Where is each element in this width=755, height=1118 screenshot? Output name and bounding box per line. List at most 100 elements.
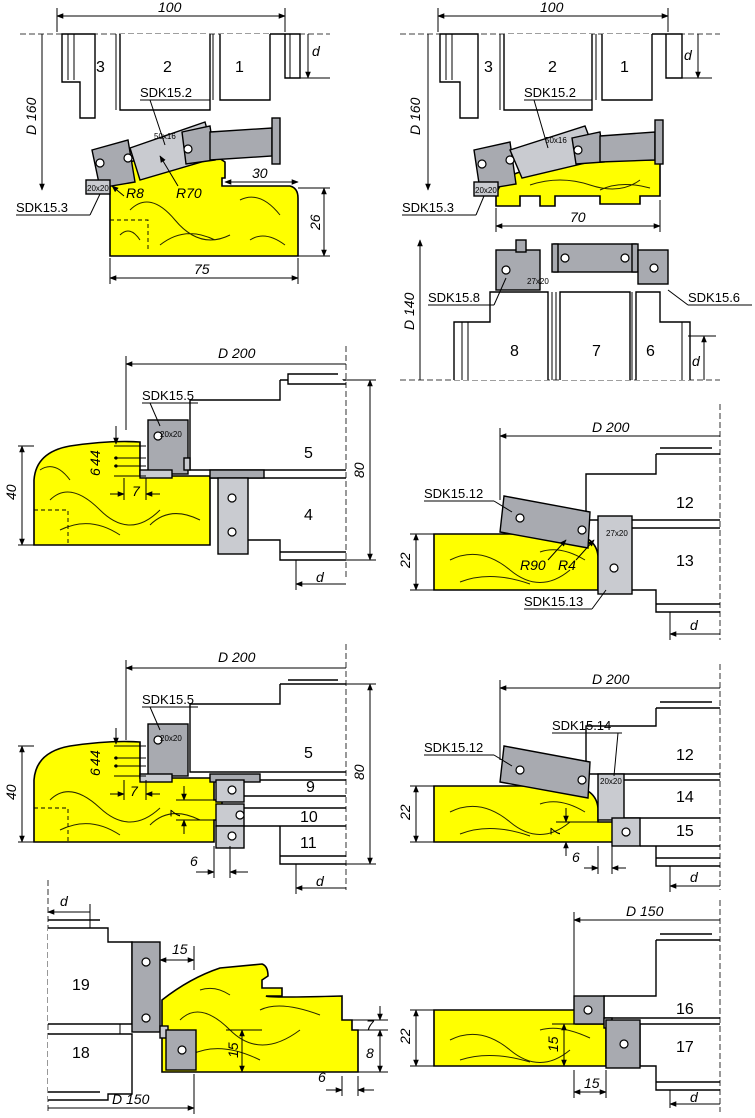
- dim-15b: 15: [225, 1042, 241, 1058]
- panel-c: D 140 27x20 SDK15.8 SDK15.6 8 7 6 d: [400, 239, 752, 381]
- dim-15b: 15: [584, 1075, 600, 1091]
- dim-6: 6: [572, 849, 580, 865]
- cutter-number-15: 15: [676, 823, 694, 840]
- knife-sdk15-13: [597, 515, 633, 595]
- dim-80: 80: [351, 764, 367, 780]
- cutter-number-3: 3: [484, 59, 493, 76]
- label-sdk15-3: SDK15.3: [16, 200, 68, 215]
- dim-70: 70: [570, 209, 586, 225]
- size-20x20: 20x20: [160, 734, 182, 743]
- cutter-number-4: 4: [304, 507, 313, 524]
- dim-D200: D 200: [218, 345, 256, 361]
- cutter-number-14: 14: [676, 789, 694, 806]
- dim-4b: 4: [87, 458, 103, 466]
- dim-R70: R70: [176, 185, 202, 201]
- cutter-number-18: 18: [72, 1045, 90, 1062]
- dim-d: d: [316, 873, 325, 889]
- size-20x20: 20x20: [600, 777, 622, 786]
- knife-sdk15-5: [147, 723, 189, 777]
- cutter-number-1: 1: [235, 59, 244, 76]
- panel-i: D 150 16 17 22 15 15 d: [397, 900, 721, 1112]
- dim-R4: R4: [558, 557, 576, 573]
- dim-100: 100: [158, 0, 182, 15]
- label-sdk15-5: SDK15.5: [142, 692, 194, 707]
- dim-D140: D 140: [401, 292, 417, 330]
- dim-6b: 6: [190, 853, 198, 869]
- size-50x16: 50x16: [545, 136, 567, 145]
- label-sdk15-12: SDK15.12: [424, 486, 483, 501]
- dim-22: 22: [397, 552, 413, 569]
- dim-D200: D 200: [592, 419, 630, 435]
- dim-d: d: [690, 1089, 699, 1105]
- label-sdk15-2: SDK15.2: [524, 85, 576, 100]
- dim-6: 6: [87, 468, 103, 476]
- size-27x20: 27x20: [606, 529, 628, 538]
- dim-8: 8: [366, 1045, 374, 1061]
- cutter-body-3: [61, 33, 96, 119]
- cutter-number-11: 11: [300, 835, 317, 852]
- dim-7: 7: [132, 483, 141, 499]
- cutter-number-19: 19: [72, 977, 90, 994]
- workpiece-h: [161, 963, 359, 1073]
- dim-4b: 4: [87, 758, 103, 766]
- dim-4a: 4: [87, 450, 103, 458]
- label-sdk15-5: SDK15.5: [142, 388, 194, 403]
- knife-sdk15-12: [499, 495, 591, 549]
- knife-sdk15-3: [91, 139, 136, 189]
- label-sdk15-14: SDK15.14: [552, 718, 611, 733]
- dim-7a: 7: [130, 783, 139, 799]
- dim-15a: 15: [172, 941, 188, 957]
- cutter-number-2: 2: [163, 59, 172, 76]
- label-sdk15-13: SDK15.13: [524, 594, 583, 609]
- dim-40: 40: [3, 484, 19, 500]
- cutter-number-3: 3: [96, 59, 105, 76]
- cutter-number-8: 8: [510, 343, 519, 360]
- dim-D150: D 150: [626, 903, 664, 919]
- dim-15a: 15: [545, 1036, 561, 1052]
- panel-g: D 200 12 14 15 20x20 SDK15.14 SDK15.12 2…: [397, 664, 721, 892]
- dim-22: 22: [397, 1028, 413, 1045]
- dim-7: 7: [547, 827, 563, 836]
- cutter-number-10: 10: [300, 809, 318, 826]
- cutter-number-1: 1: [620, 59, 629, 76]
- label-sdk15-3: SDK15.3: [402, 200, 454, 215]
- cutter-body-2: [119, 34, 211, 111]
- cutter-body-8: [453, 291, 549, 380]
- dim-75: 75: [194, 261, 210, 277]
- dim-40: 40: [3, 784, 19, 800]
- dim-D160: D 160: [407, 97, 423, 135]
- cutter-number-9: 9: [306, 779, 315, 796]
- label-sdk15-8: SDK15.8: [428, 290, 480, 305]
- dim-7b: 7: [167, 809, 183, 818]
- knife-sdk15-12: [499, 745, 591, 799]
- dim-80: 80: [351, 462, 367, 478]
- panel-e: D 200 12 13 27x20 SDK15.12 SDK15.13 22 R…: [397, 404, 721, 640]
- panel-f: D 200 5 9 10 11 20x20 SDK15.5 40 80 4 4 …: [3, 644, 376, 894]
- dim-d: d: [692, 353, 701, 369]
- cutter-number-2: 2: [548, 59, 557, 76]
- dim-22: 22: [397, 804, 413, 821]
- size-20x20: 20x20: [160, 430, 182, 439]
- size-27x20: 27x20: [527, 277, 549, 286]
- cutter-number-12: 12: [676, 495, 694, 512]
- panel-d: D 200 5 4 20x20 SDK15.5 40 80 4 4 6 7 d: [3, 345, 376, 590]
- panel-b: 100 3 2 1 d D 160 20x20 50x16 SDK15.2 SD…: [400, 0, 720, 232]
- cutter-body-1: [219, 34, 271, 101]
- knife-sdk15-14: [597, 773, 625, 821]
- dim-D160: D 160: [23, 97, 39, 135]
- dim-30: 30: [252, 165, 268, 181]
- dim-d: d: [690, 869, 699, 885]
- dim-6: 6: [318, 1069, 326, 1085]
- cutter-number-17: 17: [676, 1039, 694, 1056]
- label-sdk15-12: SDK15.12: [424, 740, 483, 755]
- dim-d: d: [684, 47, 693, 63]
- dim-4a: 4: [87, 750, 103, 758]
- dim-d: d: [690, 617, 699, 633]
- size-20x20: 20x20: [87, 184, 109, 193]
- label-sdk15-2: SDK15.2: [140, 85, 192, 100]
- size-20x20: 20x20: [475, 186, 497, 195]
- cutter-number-5: 5: [304, 445, 313, 462]
- cutter-number-13: 13: [676, 553, 694, 570]
